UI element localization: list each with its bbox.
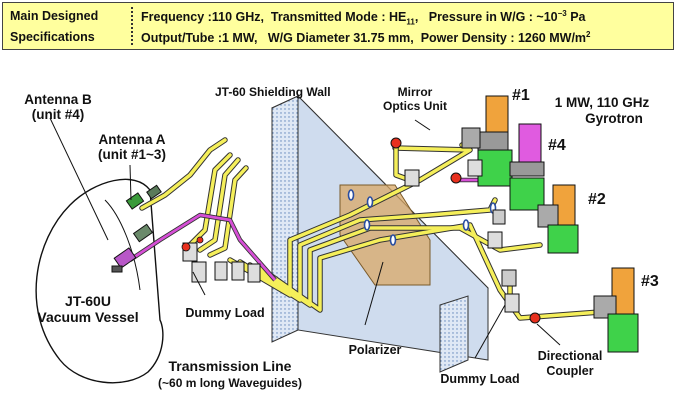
- spec-mode: Transmitted Mode : HE: [270, 10, 407, 25]
- spec-box: Main Designed Specifications Frequency :…: [2, 2, 674, 50]
- spec-separator: [131, 7, 133, 45]
- label-optics-unit: Optics Unit: [383, 99, 447, 113]
- label-unit-1: #1: [512, 87, 530, 104]
- gyrotron-unit-2: [487, 184, 579, 254]
- label-unit-2: #2: [588, 191, 606, 208]
- label-gyrotron-rating: 1 MW, 110 GHz: [555, 95, 650, 110]
- leader-lines: [49, 117, 561, 359]
- directional-coupler: [529, 312, 541, 324]
- label-unit-4: #4: [548, 137, 566, 154]
- label-antenna-b: Antenna B: [24, 92, 92, 107]
- shielding-wall-front: [271, 95, 299, 343]
- spec-pressure-sup: −3: [557, 9, 567, 18]
- gyrotron-unit-4: [450, 123, 545, 211]
- spec-label-line2: Specifications: [10, 30, 95, 44]
- transmission-lines: [139, 137, 603, 321]
- antenna-a-hardware: [125, 184, 162, 243]
- spec-mode-sub: 11: [406, 17, 415, 27]
- spec-output: Output/Tube :1 MW,: [141, 31, 258, 46]
- vacuum-vessel-rim: [104, 199, 141, 291]
- spec-pressure-unit: Pa: [566, 10, 586, 25]
- mirrors-left: [181, 236, 204, 252]
- label-dummy-load-left: Dummy Load: [185, 306, 264, 320]
- vacuum-vessel-outline: [35, 178, 164, 384]
- label-mirror: Mirror: [398, 85, 433, 99]
- spec-pressure: Pressure in W/G : ~10: [428, 10, 558, 25]
- spec-diameter: W/G Diameter 31.75 mm,: [267, 31, 414, 46]
- label-antenna-b-unit: (unit #4): [32, 107, 85, 122]
- label-unit-3: #3: [641, 273, 659, 290]
- spec-row-1: Frequency :110 GHz, Transmitted Mode : H…: [141, 9, 586, 27]
- antenna-b-hardware: [111, 247, 137, 273]
- label-vessel: Vacuum Vessel: [37, 309, 138, 325]
- label-transmission-length: (~60 m long Waveguides): [158, 376, 302, 390]
- label-coupler: Coupler: [546, 364, 593, 378]
- spec-mode-end: ,: [414, 10, 419, 25]
- polarizer-mirrors: [347, 189, 497, 246]
- label-antenna-a: Antenna A: [99, 132, 166, 147]
- label-antenna-a-unit: (unit #1~3): [98, 147, 166, 162]
- spec-density: Power Density : 1260 MW/m: [420, 31, 587, 46]
- shielding-wall-end: [439, 295, 469, 373]
- spec-density-sup: 2: [586, 30, 591, 39]
- label-shielding-wall: JT-60 Shielding Wall: [215, 85, 331, 99]
- label-gyrotron: Gyrotron: [585, 111, 643, 126]
- label-polarizer: Polarizer: [349, 343, 402, 357]
- label-vessel-name: JT-60U: [65, 293, 111, 309]
- label-transmission-line: Transmission Line: [169, 358, 292, 374]
- gyrotron-unit-1: [390, 95, 513, 187]
- label-dummy-load-right: Dummy Load: [440, 372, 519, 386]
- dummy-loads-left: [182, 242, 261, 283]
- spec-row-2: Output/Tube :1 MW, W/G Diameter 31.75 mm…: [141, 30, 590, 45]
- spec-label-line1: Main Designed: [10, 9, 99, 23]
- spec-frequency: Frequency :110 GHz,: [141, 10, 264, 25]
- label-directional: Directional: [538, 349, 603, 363]
- gyrotron-unit-3: [501, 267, 639, 353]
